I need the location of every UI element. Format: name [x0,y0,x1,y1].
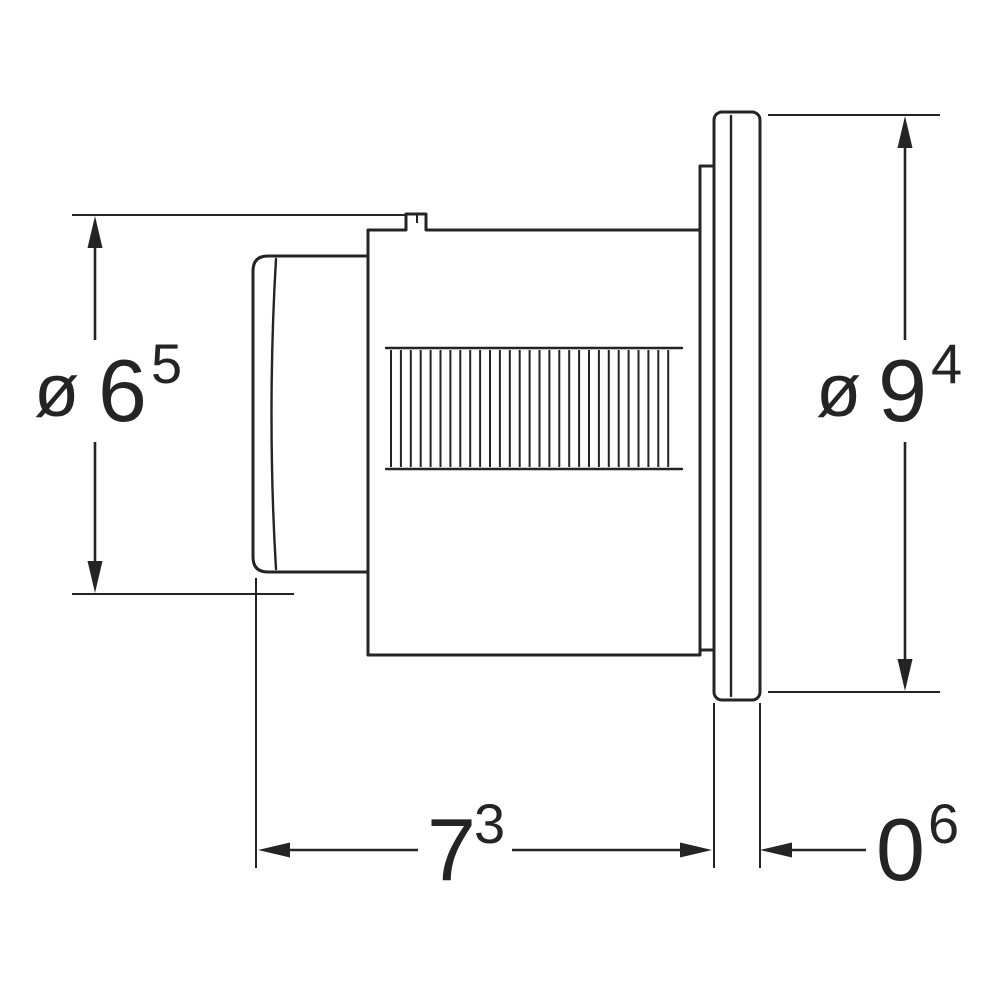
dim-superscript: 4 [931,332,962,395]
ribbed-grip [390,350,670,467]
push-button-face-line [270,257,278,571]
push-button-outline [251,254,374,574]
push-button [251,254,374,574]
valve-body-outline [366,212,702,657]
arrowhead-down-icon [87,561,103,593]
dim-value: 6 [98,341,147,440]
arrowhead-up-icon [897,116,913,148]
wall-plate [698,110,762,702]
arrowhead-right-icon [680,842,712,858]
extension-lines [72,114,940,868]
dim-superscript: 3 [474,792,505,855]
dim-value: 7 [427,800,476,899]
arrowhead-up-icon [87,216,103,248]
arrowhead-left-icon [760,842,792,858]
dim-superscript: 6 [928,792,959,855]
diameter-symbol: ø [816,349,861,432]
dim-value: 9 [878,341,927,440]
diameter-symbol: ø [34,349,79,432]
dim-depth: 7 3 [258,792,712,899]
arrowhead-down-icon [897,659,913,691]
valve-body [366,212,702,657]
arrowhead-left-icon [258,842,290,858]
dim-left-diameter: ø 6 5 [34,216,182,593]
plate-outer [712,110,762,702]
dim-plate-thickness: 0 6 [760,792,959,899]
dim-value: 0 [876,800,925,899]
dim-right-diameter: ø 9 4 [816,116,962,691]
dim-superscript: 5 [151,332,182,395]
